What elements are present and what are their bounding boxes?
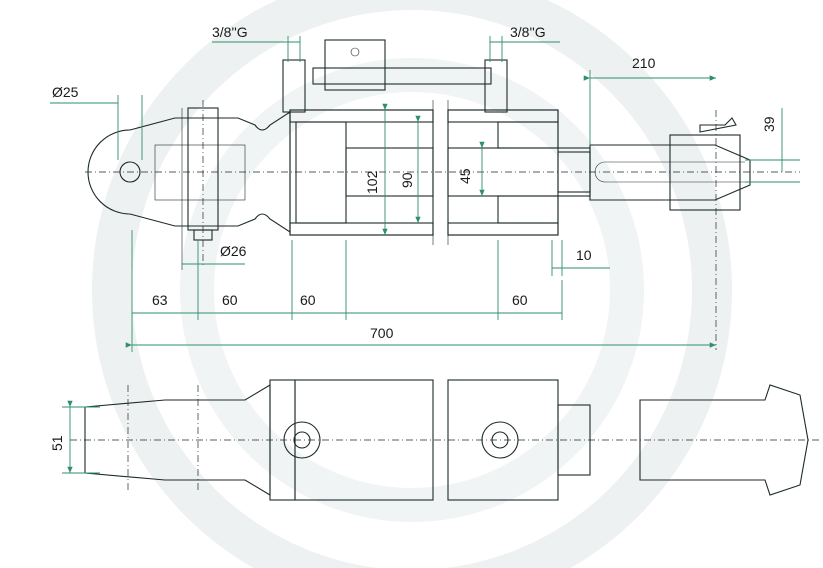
dim-port-right: 3/8''G: [510, 24, 546, 40]
dim-gland-length: 60: [512, 292, 528, 308]
eye-hole: [119, 161, 141, 183]
valve-bleed: [350, 47, 360, 57]
dim-pin-to-head: 60: [222, 292, 238, 308]
port-right: [484, 59, 508, 113]
clevis-side: [639, 384, 809, 496]
port-fitting-right: [481, 421, 519, 459]
clevis-pin-clip: [699, 117, 737, 133]
barrel-side-left: [294, 379, 434, 501]
dim-closed-length: 700: [370, 325, 394, 341]
dim-clevis-width: 39: [761, 116, 777, 132]
dim-barrel-inner: 90: [399, 172, 415, 188]
dim-pin-diameter: Ø26: [220, 243, 247, 259]
barrel-wall-bottom-left: [289, 222, 434, 236]
bottom-view: [70, 379, 820, 501]
dim-rod-diameter: 45: [457, 168, 473, 184]
eye-shank: [154, 144, 246, 201]
dim-eye-diameter: Ø25: [52, 84, 79, 100]
hydraulic-tube: [312, 67, 492, 85]
dim-eye-width: 51: [49, 435, 65, 451]
port-left: [282, 59, 306, 113]
dim-head-to-piston: 60: [300, 292, 316, 308]
valve-block: [324, 39, 386, 91]
barrel-wall-bottom-right: [447, 222, 559, 236]
dim-barrel-outer: 102: [364, 170, 380, 194]
dim-gland-offset: 10: [576, 247, 592, 263]
piston: [295, 121, 347, 224]
watermark-logo: [92, 0, 732, 568]
pin-end: [193, 229, 213, 241]
gland-bottom: [497, 195, 559, 224]
rod-guide: [557, 404, 591, 476]
dimensions: Ø25 3/8''G 3/8''G 210 39 102 90 45 Ø26: [49, 24, 800, 474]
port-fitting-left: [283, 421, 321, 459]
dim-port-left: 3/8''G: [212, 24, 248, 40]
clevis-body: [589, 144, 751, 201]
eye-end-outline: [87, 110, 291, 234]
top-view-section: [85, 39, 800, 350]
dim-eye-to-pin: 63: [152, 292, 168, 308]
break-lines: [432, 100, 449, 245]
dim-clevis-length: 210: [632, 55, 656, 71]
clevis-fork: [669, 134, 741, 211]
clevis-slot: [594, 161, 745, 183]
